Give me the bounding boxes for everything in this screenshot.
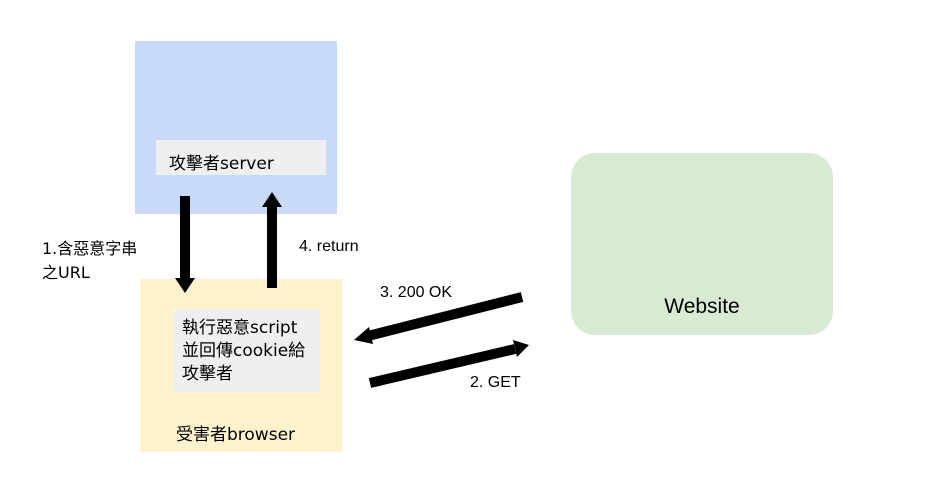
victim-action-line: 並回傳cookie給 <box>182 341 306 361</box>
step-1-label: 1.含惡意字串 之URL <box>42 237 137 285</box>
arrow-step-1 <box>175 196 195 293</box>
step-1-line: 1.含惡意字串 <box>42 239 138 258</box>
victim-action-text: 執行惡意script 並回傳cookie給 攻擊者 <box>182 317 305 386</box>
step-4-label: 4. return <box>299 238 359 255</box>
arrow-step-3 <box>354 292 524 344</box>
victim-action-line: 執行惡意script <box>182 318 298 338</box>
victim-action-background <box>173 309 320 392</box>
step-2-label: 2. GET <box>470 374 521 391</box>
victim-browser-label: 受害者browser <box>176 425 296 445</box>
website-node: Website <box>571 153 833 335</box>
attacker-label-background <box>156 140 326 175</box>
attacker-server-node: 攻擊者server <box>135 41 337 214</box>
step-1-line: 之URL <box>42 263 90 282</box>
victim-action-line: 攻擊者 <box>182 364 233 384</box>
attacker-server-label: 攻擊者server <box>169 154 274 174</box>
arrow-step-4 <box>262 192 282 288</box>
website-label: Website <box>664 295 740 318</box>
arrow-step-2 <box>368 340 529 388</box>
victim-browser-node: 執行惡意script 並回傳cookie給 攻擊者 受害者browser <box>140 279 342 452</box>
step-3-label: 3. 200 OK <box>380 284 453 301</box>
